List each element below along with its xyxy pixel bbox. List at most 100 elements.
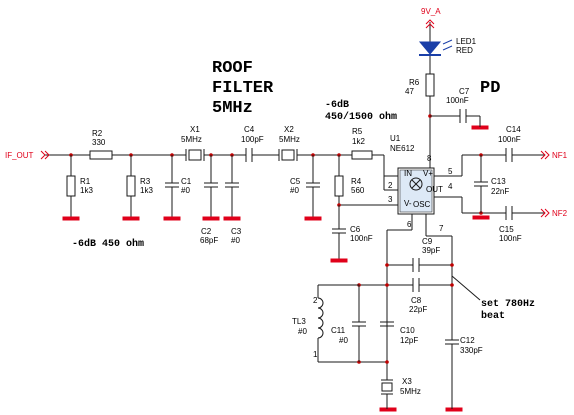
note-6db-450: -6dB 450 ohm bbox=[72, 238, 144, 250]
svg-text:C12: C12 bbox=[460, 336, 475, 345]
svg-text:NF2: NF2 bbox=[552, 209, 568, 218]
capacitor-c7: C7 100nF bbox=[430, 87, 481, 127]
capacitor-c2: C2 68pF bbox=[200, 155, 218, 245]
svg-text:U1: U1 bbox=[390, 134, 401, 143]
svg-text:100nF: 100nF bbox=[350, 234, 373, 243]
resistor-r1: R1 1k3 bbox=[66, 155, 93, 218]
svg-text:C15: C15 bbox=[499, 225, 514, 234]
resistor-r2: R2 330 bbox=[89, 129, 113, 160]
supply-9v-a: 9V_A bbox=[421, 7, 441, 29]
note-beat-a: set 780Hz bbox=[481, 299, 535, 310]
svg-text:C8: C8 bbox=[411, 296, 422, 305]
c13-val: 22nF bbox=[491, 187, 509, 196]
resistor-r5: R5 1k2 bbox=[351, 127, 373, 160]
resistor-r3: R3 1k3 bbox=[126, 155, 153, 218]
svg-text:6: 6 bbox=[407, 220, 412, 229]
svg-text:330: 330 bbox=[92, 138, 106, 147]
svg-text:12pF: 12pF bbox=[400, 336, 418, 345]
svg-text:R1: R1 bbox=[80, 177, 91, 186]
svg-text:C11: C11 bbox=[331, 326, 346, 335]
svg-text:2: 2 bbox=[388, 181, 393, 190]
svg-text:100nF: 100nF bbox=[499, 234, 522, 243]
svg-text:C10: C10 bbox=[400, 326, 415, 335]
svg-text:3: 3 bbox=[388, 195, 393, 204]
svg-text:68pF: 68pF bbox=[200, 236, 218, 245]
svg-text:R5: R5 bbox=[352, 127, 363, 136]
svg-text:OSC: OSC bbox=[413, 200, 431, 209]
ground-symbols bbox=[62, 125, 490, 412]
capacitor-c5: C5 #0 bbox=[290, 155, 320, 218]
svg-text:100nF: 100nF bbox=[498, 135, 521, 144]
svg-text:1: 1 bbox=[313, 350, 318, 359]
svg-text:X2: X2 bbox=[284, 125, 294, 134]
if-out-label: IF_OUT bbox=[5, 151, 34, 160]
svg-text:#0: #0 bbox=[339, 336, 348, 345]
supply-chain: R6 47 bbox=[405, 22, 435, 168]
svg-text:C14: C14 bbox=[506, 125, 521, 134]
svg-text:22pF: 22pF bbox=[409, 305, 427, 314]
svg-text:X1: X1 bbox=[190, 125, 200, 134]
svg-text:R2: R2 bbox=[92, 129, 103, 138]
svg-text:4: 4 bbox=[448, 182, 453, 191]
note-beat-b: beat bbox=[481, 310, 505, 322]
crystal-x1: X1 5MHz bbox=[181, 125, 205, 161]
title-line3: 5MHz bbox=[212, 99, 253, 118]
svg-text:TL3: TL3 bbox=[292, 317, 306, 326]
svg-text:X3: X3 bbox=[402, 377, 412, 386]
main-signal-path bbox=[45, 154, 398, 191]
svg-text:C6: C6 bbox=[350, 225, 361, 234]
svg-text:C3: C3 bbox=[231, 227, 242, 236]
if-out-port: IF_OUT bbox=[5, 150, 50, 160]
note-6db-a: -6dB bbox=[325, 99, 349, 111]
svg-text:V+: V+ bbox=[423, 169, 433, 178]
nf1-port: NF1 bbox=[540, 150, 568, 160]
svg-text:#0: #0 bbox=[181, 186, 190, 195]
svg-text:R3: R3 bbox=[140, 177, 151, 186]
oscillator-network: C9 39pF C8 22pF TL3 #0 1 2 C11 #0 bbox=[292, 214, 483, 409]
svg-text:NF1: NF1 bbox=[552, 151, 568, 160]
title-line2: FILTER bbox=[212, 79, 274, 98]
svg-text:7: 7 bbox=[439, 224, 444, 233]
svg-text:LED1: LED1 bbox=[456, 37, 477, 46]
svg-text:C9: C9 bbox=[422, 237, 433, 246]
capacitor-c1: C1 #0 bbox=[165, 155, 192, 218]
pd-label: PD bbox=[480, 79, 500, 98]
capacitor-c6: C6 100nF bbox=[332, 203, 387, 260]
svg-text:R4: R4 bbox=[351, 177, 362, 186]
svg-text:1k3: 1k3 bbox=[80, 186, 93, 195]
svg-text:47: 47 bbox=[405, 87, 414, 96]
svg-text:5MHz: 5MHz bbox=[279, 135, 300, 144]
svg-text:560: 560 bbox=[351, 186, 365, 195]
led1: LED1 RED bbox=[418, 37, 477, 56]
svg-text:V-: V- bbox=[404, 199, 412, 208]
svg-text:1k2: 1k2 bbox=[352, 137, 365, 146]
svg-text:330pF: 330pF bbox=[460, 346, 483, 355]
note-6db-b: 450/1500 ohm bbox=[325, 111, 397, 123]
svg-text:C2: C2 bbox=[201, 227, 212, 236]
svg-text:C4: C4 bbox=[244, 125, 255, 134]
svg-text:R6: R6 bbox=[409, 78, 420, 87]
title-line1: ROOF bbox=[212, 59, 253, 78]
svg-text:5MHz: 5MHz bbox=[181, 135, 202, 144]
svg-text:1k3: 1k3 bbox=[140, 186, 153, 195]
svg-text:39pF: 39pF bbox=[422, 246, 440, 255]
svg-text:2: 2 bbox=[313, 296, 318, 305]
resistor-r4: R4 560 bbox=[334, 155, 365, 205]
svg-text:OUT: OUT bbox=[426, 185, 443, 194]
svg-text:9V_A: 9V_A bbox=[421, 7, 441, 16]
capacitor-c3: C3 #0 bbox=[225, 155, 242, 245]
nf2-port: NF2 bbox=[540, 208, 568, 218]
svg-text:C7: C7 bbox=[459, 87, 470, 96]
svg-text:100pF: 100pF bbox=[241, 135, 264, 144]
svg-text:#0: #0 bbox=[298, 327, 307, 336]
svg-text:C1: C1 bbox=[181, 177, 192, 186]
capacitor-c4: C4 100pF bbox=[241, 125, 264, 162]
svg-text:#0: #0 bbox=[290, 186, 299, 195]
output-network: C13 22nF C14 100nF C15 100nF bbox=[434, 125, 545, 243]
svg-text:5: 5 bbox=[448, 167, 453, 176]
ic-u1-ne612: U1 NE612 IN V+ V- OSC OUT 2 3 4 5 6 7 8 bbox=[384, 134, 453, 233]
svg-text:IN: IN bbox=[404, 169, 412, 178]
svg-text:RED: RED bbox=[456, 46, 473, 55]
svg-text:NE612: NE612 bbox=[390, 144, 415, 153]
